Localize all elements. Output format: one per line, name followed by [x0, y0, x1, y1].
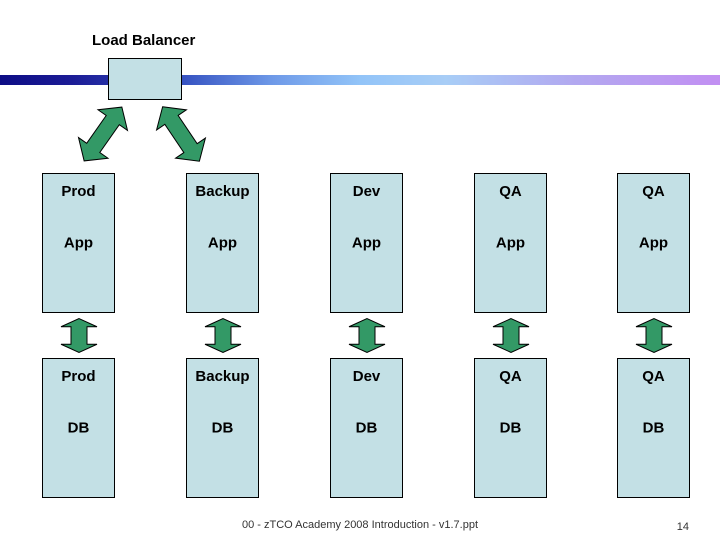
env-label: QA — [499, 183, 522, 200]
db-server-box: QA DB — [617, 358, 690, 498]
tier-label: App — [207, 234, 238, 252]
env-column-prod: Prod App Prod DB — [42, 173, 115, 498]
env-label: QA — [642, 183, 665, 200]
env-label: Backup — [195, 183, 250, 200]
env-label: QA — [642, 368, 665, 385]
slide-number: 14 — [676, 521, 689, 533]
tier-label: DB — [355, 419, 378, 437]
tier-label: DB — [67, 419, 90, 437]
tier-label: App — [638, 234, 669, 252]
load-balancer-box — [108, 58, 182, 100]
app-server-box: QA App — [617, 173, 690, 313]
db-server-box: Prod DB — [42, 358, 115, 498]
env-label: Dev — [352, 368, 381, 385]
tier-label: DB — [499, 419, 522, 437]
tier-label: DB — [211, 419, 234, 437]
load-balancer-title: Load Balancer — [92, 32, 196, 49]
db-server-box: Dev DB — [330, 358, 403, 498]
env-label: Prod — [61, 183, 96, 200]
env-column-dev: Dev App Dev DB — [330, 173, 403, 498]
db-server-box: QA DB — [474, 358, 547, 498]
up-down-arrow-icon — [203, 318, 243, 353]
tier-label: App — [495, 234, 526, 252]
up-down-arrow-icon — [491, 318, 531, 353]
app-server-box: Backup App — [186, 173, 259, 313]
app-server-box: Prod App — [42, 173, 115, 313]
env-label: QA — [499, 368, 522, 385]
env-label: Dev — [352, 183, 381, 200]
up-down-arrow-icon — [634, 318, 674, 353]
env-label: Backup — [195, 368, 250, 385]
up-down-arrow-icon — [59, 318, 99, 353]
app-server-box: Dev App — [330, 173, 403, 313]
tier-label: App — [63, 234, 94, 252]
env-label: Prod — [61, 368, 96, 385]
double-headed-arrow-icon — [67, 95, 139, 174]
env-column-qa2: QA App QA DB — [617, 173, 690, 498]
gradient-divider-bar — [0, 75, 720, 85]
db-server-box: Backup DB — [186, 358, 259, 498]
footer-filename: 00 - zTCO Academy 2008 Introduction - v1… — [241, 519, 478, 531]
double-headed-arrow-icon — [145, 95, 216, 174]
env-column-backup: Backup App Backup DB — [186, 173, 259, 498]
tier-label: App — [351, 234, 382, 252]
env-column-qa1: QA App QA DB — [474, 173, 547, 498]
app-server-box: QA App — [474, 173, 547, 313]
tier-label: DB — [642, 419, 665, 437]
up-down-arrow-icon — [347, 318, 387, 353]
